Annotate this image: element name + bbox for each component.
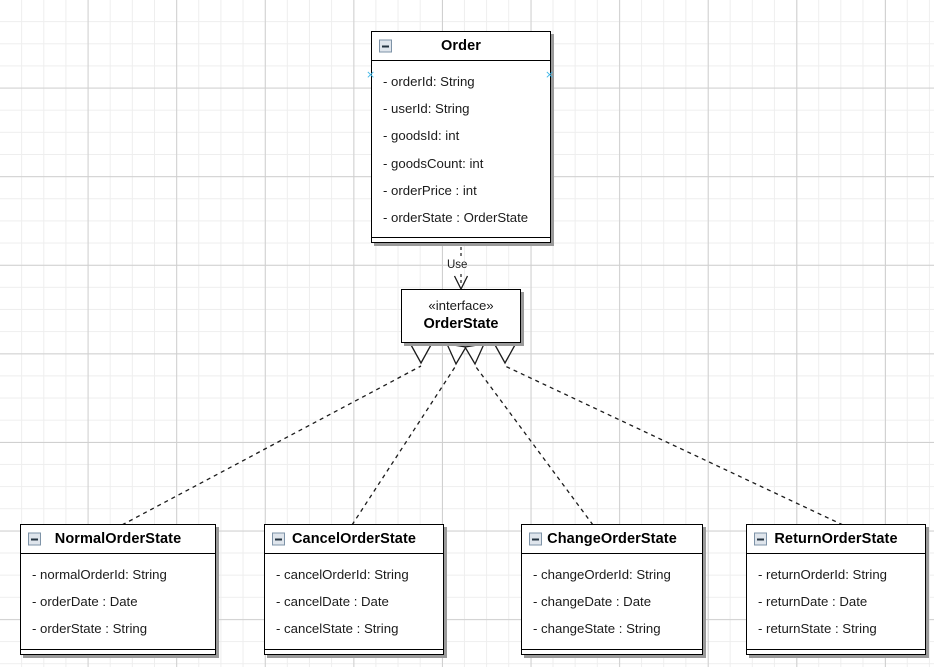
dependency-open-arrowhead <box>453 275 469 291</box>
class-title-cancelorderstate: CancelOrderState <box>291 530 417 547</box>
class-attribute: - returnDate : Date <box>758 594 868 610</box>
connection-point-right[interactable]: × <box>545 68 555 81</box>
class-operations-compartment-returnorderstate <box>747 648 925 654</box>
class-operations-compartment-order <box>372 237 550 242</box>
edge-label-use: Use <box>447 259 468 271</box>
interface-node-orderstate[interactable]: «interface» OrderState <box>401 289 521 343</box>
realization-edge-normalorderstate <box>121 365 422 526</box>
collapse-minus-icon[interactable] <box>272 532 285 546</box>
class-attribute: - cancelOrderId: String <box>276 567 409 582</box>
realization-edge-cancelorderstate <box>351 366 456 526</box>
class-title-changeorderstate: ChangeOrderState <box>547 530 677 547</box>
class-attribute: - returnState : String <box>758 621 877 637</box>
class-attribute: - cancelDate : Date <box>276 594 389 610</box>
class-attribute: - orderPrice : int <box>383 182 477 198</box>
realization-arrowhead-changeorderstate <box>463 343 486 366</box>
class-attributes-changeorderstate: - changeOrderId: String - changeDate : D… <box>522 554 702 649</box>
interface-title-orderstate: OrderState <box>423 315 499 332</box>
class-operations-compartment-cancelorderstate <box>265 648 443 654</box>
realization-arrowhead-cancelorderstate <box>445 343 468 366</box>
realization-arrowhead-returnorderstate <box>493 343 517 365</box>
class-attribute: - orderState : String <box>32 621 148 637</box>
class-attribute: - changeDate : Date <box>533 594 652 610</box>
connection-point-left[interactable]: × <box>366 68 376 81</box>
collapse-minus-icon[interactable] <box>754 532 767 546</box>
class-node-cancelorderstate[interactable]: CancelOrderState - cancelOrderId: String… <box>264 524 444 655</box>
class-node-returnorderstate[interactable]: ReturnOrderState - returnOrderId: String… <box>746 524 926 655</box>
class-attribute: - orderState : OrderState <box>383 210 529 226</box>
class-attributes-normalorderstate: - normalOrderId: String - orderDate : Da… <box>21 554 215 649</box>
class-attribute: - orderId: String <box>383 74 475 89</box>
class-title-normalorderstate: NormalOrderState <box>54 530 182 547</box>
class-title-returnorderstate: ReturnOrderState <box>774 530 898 547</box>
class-node-normalorderstate[interactable]: NormalOrderState - normalOrderId: String… <box>20 524 216 655</box>
class-attribute: - returnOrderId: String <box>758 567 887 582</box>
class-title-order: Order <box>441 37 481 54</box>
class-attribute: - goodsId: int <box>383 128 460 144</box>
class-header-changeorderstate: ChangeOrderState <box>522 525 702 554</box>
class-attributes-cancelorderstate: - cancelOrderId: String - cancelDate : D… <box>265 554 443 649</box>
class-attribute: - orderDate : Date <box>32 594 138 610</box>
class-attribute: - goodsCount: int <box>383 155 484 171</box>
class-header-cancelorderstate: CancelOrderState <box>265 525 443 554</box>
class-attribute: - normalOrderId: String <box>32 567 167 582</box>
collapse-minus-icon[interactable] <box>379 39 392 53</box>
class-node-changeorderstate[interactable]: ChangeOrderState - changeOrderId: String… <box>521 524 703 655</box>
realization-arrowhead-normalorderstate <box>409 343 433 365</box>
realization-edge-changeorderstate <box>475 366 594 526</box>
collapse-minus-icon[interactable] <box>28 532 41 546</box>
class-operations-compartment-normalorderstate <box>21 648 215 654</box>
class-attribute: - userId: String <box>383 101 470 117</box>
class-attributes-order: - orderId: String - userId: String - goo… <box>372 61 550 237</box>
class-header-normalorderstate: NormalOrderState <box>21 525 215 554</box>
collapse-minus-icon[interactable] <box>529 532 542 546</box>
class-header-order: Order <box>372 32 550 61</box>
class-attribute: - changeOrderId: String <box>533 567 671 582</box>
class-node-order[interactable]: Order - orderId: String - userId: String… <box>371 31 551 244</box>
class-operations-compartment-changeorderstate <box>522 648 702 654</box>
class-attribute: - changeState : String <box>533 621 661 637</box>
class-attributes-returnorderstate: - returnOrderId: String - returnDate : D… <box>747 554 925 649</box>
class-header-returnorderstate: ReturnOrderState <box>747 525 925 554</box>
interface-stereotype: «interface» <box>428 298 494 314</box>
class-attribute: - cancelState : String <box>276 621 399 637</box>
realization-edge-returnorderstate <box>504 365 844 526</box>
